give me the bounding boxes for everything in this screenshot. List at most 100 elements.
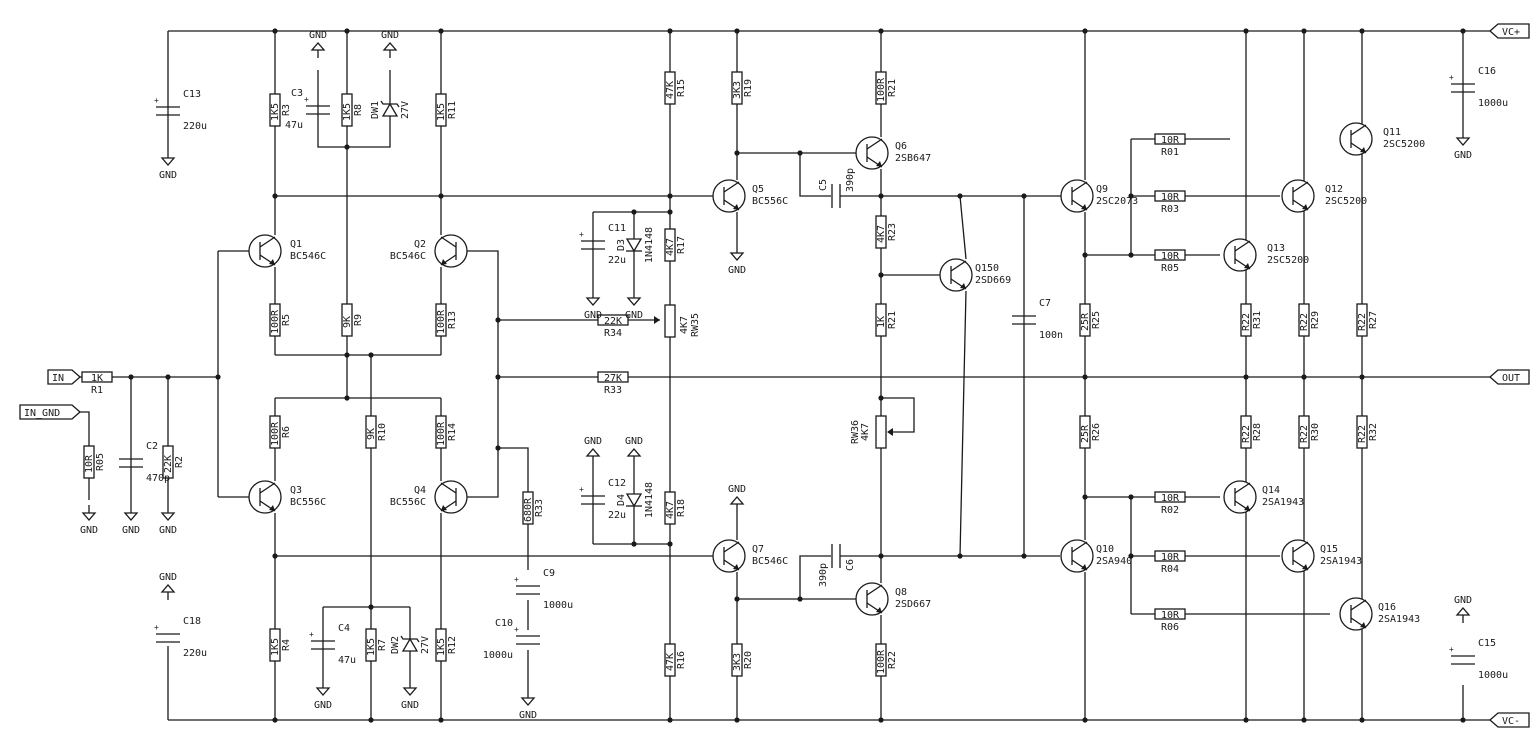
gnd-symbol [729, 496, 745, 505]
emitter-arrow [1302, 564, 1308, 570]
junction-dot [272, 717, 278, 723]
resistor-ref: R25 [1091, 311, 1102, 329]
resistor-value: 22K [604, 316, 622, 327]
diode [625, 493, 643, 508]
resistor [1154, 608, 1186, 620]
resistor [1298, 303, 1310, 337]
port-label: VC- [1502, 716, 1520, 727]
resistor-ref: R26 [1091, 423, 1102, 441]
polarity-mark: + [579, 230, 584, 239]
resistor-ref: R8 [353, 104, 364, 116]
resistor [1154, 190, 1186, 202]
junction-dot [1359, 374, 1365, 380]
capacitor-ref: C4 [338, 623, 350, 634]
transistor-collector [1350, 599, 1367, 611]
resistor [83, 445, 95, 479]
resistor-ref: R01 [1161, 147, 1179, 158]
port-label: IN_GND [24, 408, 60, 419]
transistor-type: 2SB647 [895, 153, 931, 164]
transistor-ref: Q150 [975, 263, 999, 274]
resistor [269, 415, 281, 449]
gnd-symbol [160, 512, 176, 521]
wire [881, 397, 915, 433]
resistor-value: 47K [665, 653, 676, 671]
resistor [81, 371, 113, 383]
capacitor-value: 220u [183, 648, 207, 659]
capacitor-value: 390p [845, 168, 856, 192]
resistor-value: 680R [523, 497, 534, 522]
resistor [522, 491, 534, 525]
polarity-mark: + [154, 623, 159, 632]
diode-ref: D3 [616, 239, 627, 251]
transistor-collector [1234, 482, 1251, 494]
junction-dot [1460, 717, 1466, 723]
resistor [341, 303, 353, 337]
transistor-ref: Q3 [290, 485, 302, 496]
junction-dot [734, 717, 740, 723]
resistor-value: 1K [876, 316, 887, 328]
resistor-ref: R05 [95, 453, 106, 471]
resistor [875, 215, 887, 249]
emitter-arrow [733, 204, 739, 210]
transistor-ref: Q7 [752, 544, 764, 555]
gnd-label: GND [309, 30, 327, 41]
capacitor-ref: C13 [183, 89, 201, 100]
junction-dot [667, 28, 673, 34]
transistor-ref: Q2 [414, 239, 426, 250]
diode [625, 238, 643, 253]
transistor-ref: Q10 [1096, 544, 1114, 555]
port-label: IN [52, 373, 64, 384]
transistor [434, 234, 468, 268]
transistor-type: BC546C [752, 556, 788, 567]
gnd-symbol [160, 584, 176, 593]
resistor-value: 10R [1161, 610, 1180, 621]
resistor [269, 628, 281, 662]
polarity-mark: + [154, 96, 159, 105]
resistor-value: 3K3 [732, 653, 743, 671]
emitter-arrow [1302, 204, 1308, 210]
resistor-value: 4K7 [665, 501, 676, 519]
transistor-type: 2SD667 [895, 599, 931, 610]
gnd-label: GND [401, 700, 419, 711]
resistor-ref: R33 [534, 499, 545, 517]
resistor [365, 415, 377, 449]
gnd-symbol [402, 687, 418, 696]
resistor [435, 628, 447, 662]
junction-dot [165, 374, 171, 380]
transistor [855, 582, 889, 616]
transistor-collector [723, 541, 740, 553]
junction-dot [368, 717, 374, 723]
junction-dot [1082, 28, 1088, 34]
transistor [1281, 179, 1315, 213]
resistor-value: 27K [604, 373, 622, 384]
capacitor-value: 470p [146, 473, 170, 484]
resistor [365, 628, 377, 662]
transistor-ref: Q12 [1325, 184, 1343, 195]
capacitor-value: 220u [183, 121, 207, 132]
capacitor-value: 390p [818, 563, 829, 587]
transistor-type: 2SA1943 [1378, 614, 1420, 625]
transistor-collector [440, 236, 457, 248]
zener-bar [400, 635, 420, 643]
transistor-collector [950, 260, 967, 272]
junction-dot [878, 28, 884, 34]
transistor-collector [259, 236, 276, 248]
transistor [939, 258, 973, 292]
pot-ref: RW35 [690, 313, 701, 337]
resistor-ref: R11 [447, 101, 458, 119]
transistor-type: BC556C [752, 196, 788, 207]
wire [799, 555, 831, 599]
transistor-ref: Q8 [895, 587, 907, 598]
resistor-value: 10R [1161, 552, 1180, 563]
transistor-collector [1350, 124, 1367, 136]
junction-dot [344, 28, 350, 34]
gnd-label: GND [728, 265, 746, 276]
gnd-label: GND [625, 436, 643, 447]
gnd-symbol [123, 512, 139, 521]
diode-ref: D4 [616, 494, 627, 506]
transistor-type: 2SA1943 [1320, 556, 1362, 567]
junction-dot [1243, 374, 1249, 380]
resistor [597, 314, 629, 326]
resistor [664, 491, 676, 525]
resistor-value: 25R [1080, 424, 1091, 443]
